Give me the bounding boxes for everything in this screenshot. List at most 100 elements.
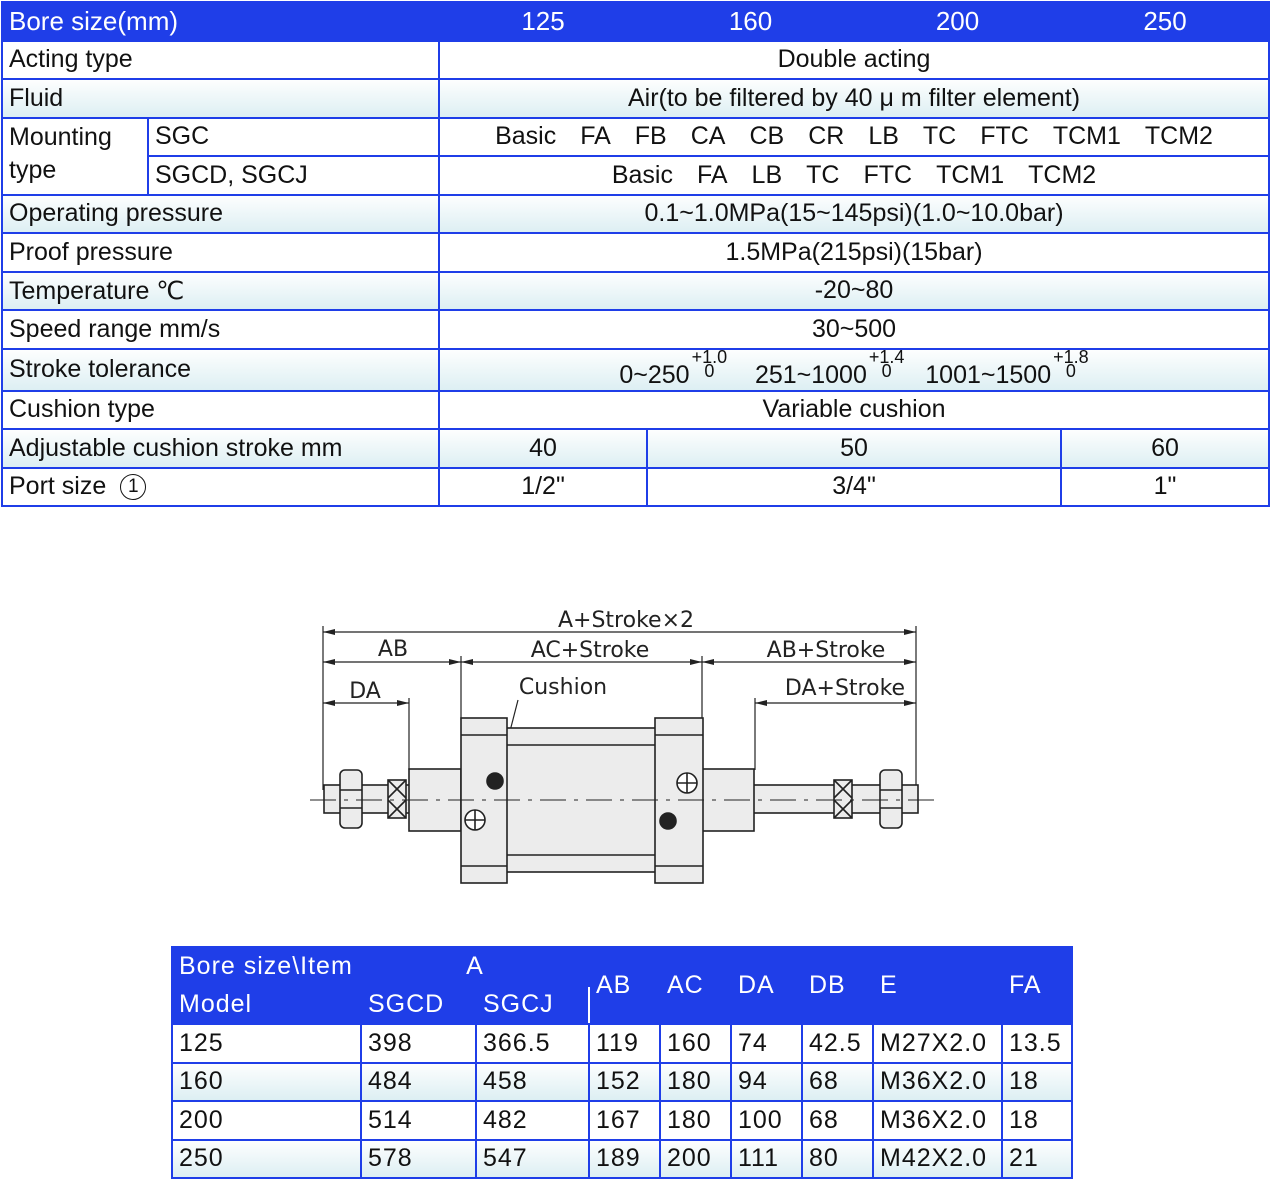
model-header: Model <box>171 984 362 1025</box>
temperature-row: Temperature ℃ -20~80 <box>0 270 1271 311</box>
table-row: 160 484 458 152 180 94 68 M36X2.0 18 <box>171 1061 1073 1102</box>
proof-pressure-value: 1.5MPa(215psi)(15bar) <box>438 232 1271 273</box>
bore-250: 250 <box>1060 1 1271 42</box>
bore-size-label: Bore size(mm) <box>0 1 441 42</box>
table-row: 125 398 366.5 119 160 74 42.5 M27X2.0 13… <box>171 1023 1073 1064</box>
tolerance-range: 1001~1500 <box>925 360 1052 389</box>
adjustable-cushion-160-200: 50 <box>646 428 1063 469</box>
cell-ac: 180 <box>659 1061 732 1102</box>
ac-header: AC <box>659 946 732 1025</box>
table-row: 200 514 482 167 180 100 68 M36X2.0 18 <box>171 1100 1073 1141</box>
dims-header-row-1: Bore size\Item A AB AC DA DB E FA <box>171 946 1073 1025</box>
port-size-label: Port size <box>9 472 107 501</box>
mount-option: FA <box>696 160 728 189</box>
cell-da: 111 <box>730 1138 803 1179</box>
cell-sgcd: 514 <box>360 1100 477 1141</box>
fa-header: FA <box>1001 946 1073 1025</box>
mounting-sgc-label: SGC <box>146 116 441 157</box>
tolerance-range: 0~250 <box>619 360 690 389</box>
sgcd-header: SGCD <box>360 984 477 1025</box>
cell-bore: 160 <box>171 1061 362 1102</box>
table-row: 250 578 547 189 200 111 80 M42X2.0 21 <box>171 1138 1073 1179</box>
mount-option: TCM1 <box>1052 122 1121 151</box>
cushion-type-value: Variable cushion <box>438 389 1271 430</box>
label-ab: AB <box>378 637 408 662</box>
mount-option: FB <box>634 122 667 151</box>
cell-e: M36X2.0 <box>872 1061 1003 1102</box>
label-total: A+Stroke×2 <box>558 608 694 633</box>
left-wrench-flat <box>387 779 407 819</box>
mount-option: TCM1 <box>936 160 1005 189</box>
mounting-sgcd-label: SGCD, SGCJ <box>146 155 441 196</box>
tolerance-range: 251~1000 <box>754 360 867 389</box>
mount-option: TCM2 <box>1144 122 1213 151</box>
mount-option: LB <box>868 122 899 151</box>
port-size-160-200: 3/4" <box>646 466 1063 507</box>
mount-option: CR <box>808 122 845 151</box>
bore-200: 200 <box>853 1 1063 42</box>
speed-range-label: Speed range mm/s <box>0 309 441 350</box>
temperature-value: -20~80 <box>438 270 1271 311</box>
cell-ac: 180 <box>659 1100 732 1141</box>
operating-pressure-row: Operating pressure 0.1~1.0MPa(15~145psi)… <box>0 193 1271 234</box>
cushion-screw-right <box>659 812 677 830</box>
cell-fa: 21 <box>1001 1138 1073 1179</box>
spec-header-row: Bore size(mm) 125 160 200 250 <box>0 1 1271 42</box>
cell-db: 80 <box>801 1138 874 1179</box>
cell-sgcj: 482 <box>475 1100 590 1141</box>
sgcj-header: SGCJ <box>475 984 590 1025</box>
label-cushion: Cushion <box>519 675 607 700</box>
cell-db: 42.5 <box>801 1023 874 1064</box>
extension-lines <box>322 626 917 790</box>
cushion-type-label: Cushion type <box>0 389 441 430</box>
speed-range-row: Speed range mm/s 30~500 <box>0 309 1271 350</box>
cell-sgcj: 458 <box>475 1061 590 1102</box>
cell-e: M42X2.0 <box>872 1138 1003 1179</box>
left-nut <box>339 769 363 829</box>
port-size-250: 1" <box>1060 466 1271 507</box>
cell-ac: 160 <box>659 1023 732 1064</box>
adjustable-cushion-125: 40 <box>438 428 649 469</box>
bore-125: 125 <box>438 1 649 42</box>
label-da: DA <box>349 679 381 704</box>
dimension-lines <box>323 629 916 771</box>
cell-sgcd: 398 <box>360 1023 477 1064</box>
temperature-label: Temperature ℃ <box>0 270 441 311</box>
port-marks <box>464 772 698 831</box>
right-wrench-flat <box>833 779 853 819</box>
cell-ac: 200 <box>659 1138 732 1179</box>
cell-fa: 18 <box>1001 1061 1073 1102</box>
mount-option: Basic <box>611 160 673 189</box>
cell-e: M27X2.0 <box>872 1023 1003 1064</box>
operating-pressure-value: 0.1~1.0MPa(15~145psi)(1.0~10.0bar) <box>438 193 1271 234</box>
tolerance-lower: 0 <box>704 360 715 381</box>
stroke-tolerance-label: Stroke tolerance <box>0 347 441 392</box>
adjustable-cushion-label: Adjustable cushion stroke mm <box>0 428 441 469</box>
cushion-type-row: Cushion type Variable cushion <box>0 389 1271 430</box>
mount-option: CA <box>690 122 726 151</box>
bore-item-header: Bore size\Item <box>171 946 362 987</box>
fluid-value: Air(to be filtered by 40 μ m filter elem… <box>438 78 1271 119</box>
cell-sgcj: 366.5 <box>475 1023 590 1064</box>
e-header: E <box>872 946 1003 1025</box>
cell-db: 68 <box>801 1100 874 1141</box>
cell-sgcd: 578 <box>360 1138 477 1179</box>
a-header: A <box>360 946 590 987</box>
mounting-type-label: Mounting type <box>1 116 149 196</box>
cell-e: M36X2.0 <box>872 1100 1003 1141</box>
cell-fa: 18 <box>1001 1100 1073 1141</box>
cell-sgcd: 484 <box>360 1061 477 1102</box>
cell-db: 68 <box>801 1061 874 1102</box>
db-header: DB <box>801 946 874 1025</box>
mount-option: FTC <box>980 122 1029 151</box>
acting-type-label: Acting type <box>0 39 441 80</box>
